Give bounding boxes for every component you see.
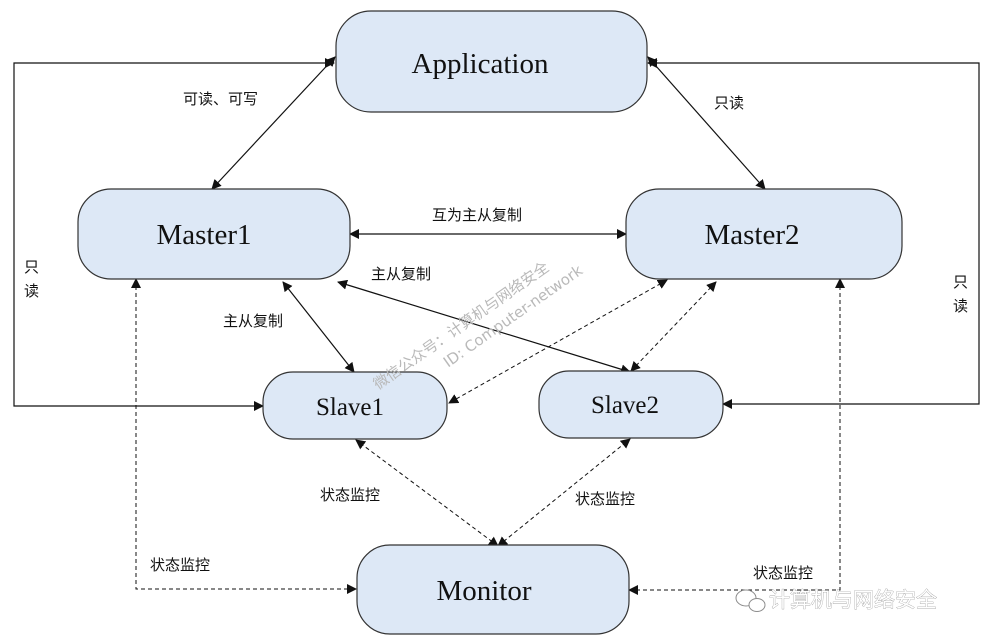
node-slave1: Slave1 (262, 371, 448, 440)
edge-monitor-master2-dashed (628, 278, 845, 595)
edge-application-master1 (211, 56, 336, 190)
label-monitor-master1: 状态监控 (150, 556, 210, 574)
node-master2: Master2 (625, 188, 903, 280)
label-master-master: 互为主从复制 (432, 206, 522, 224)
label-left-readonly-1: 只 (24, 258, 39, 276)
label-monitor-slave1: 状态监控 (320, 486, 380, 504)
edge-application-master2 (647, 56, 766, 190)
label-master1-slave2: 主从复制 (371, 265, 431, 283)
node-master1: Master1 (77, 188, 351, 280)
label-monitor-slave2: 状态监控 (575, 490, 635, 508)
brand-text: 计算机与网络安全 (769, 588, 937, 612)
edge-right-readonly-loop (647, 58, 980, 409)
label-app-master2: 只读 (714, 94, 744, 112)
label-left-readonly-2: 读 (24, 282, 39, 300)
node-application-label: Application (412, 48, 549, 80)
dashed-edges (131, 278, 845, 595)
node-slave2: Slave2 (538, 370, 724, 439)
node-monitor: Monitor (356, 544, 630, 635)
wechat-icon (735, 589, 766, 612)
node-monitor-label: Monitor (436, 575, 531, 607)
edge-master2-slave2-dashed (630, 281, 717, 372)
label-master1-slave1: 主从复制 (223, 312, 283, 330)
label-app-master1: 可读、可写 (183, 90, 258, 108)
label-right-readonly-2: 读 (953, 297, 968, 315)
brand-logo: 计算机与网络安全 (735, 588, 937, 612)
label-right-readonly-1: 只 (953, 273, 968, 291)
node-slave2-label: Slave2 (591, 392, 659, 419)
label-monitor-master2: 状态监控 (753, 564, 813, 582)
node-slave1-label: Slave1 (316, 394, 384, 421)
edge-monitor-slave2-dashed (497, 438, 631, 547)
edge-labels: 可读、可写 只读 互为主从复制 主从复制 主从复制 只 读 只 读 状态监控 状… (24, 90, 968, 582)
edge-master1-slave1 (282, 281, 355, 373)
edge-monitor-master1-dashed (131, 278, 357, 594)
node-application: Application (335, 10, 648, 113)
edge-monitor-slave1-dashed (355, 439, 499, 547)
node-master2-label: Master2 (704, 219, 799, 251)
node-master1-label: Master1 (156, 219, 251, 251)
